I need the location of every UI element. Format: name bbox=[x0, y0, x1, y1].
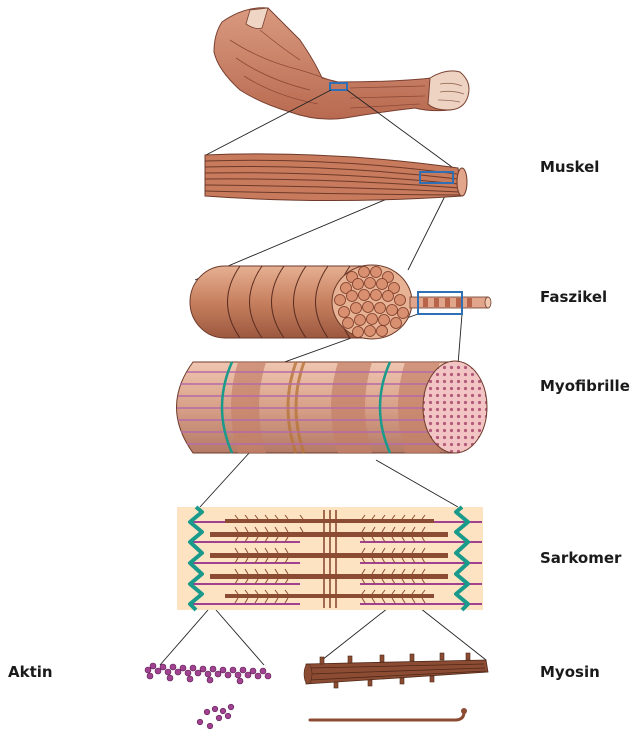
actin-monomers bbox=[197, 704, 234, 729]
muscle-bundle bbox=[205, 154, 467, 201]
muscle-fiber-rod bbox=[410, 297, 491, 308]
label-aktin: Aktin bbox=[8, 663, 53, 681]
label-sarkomer: Sarkomer bbox=[540, 549, 621, 567]
myofibril bbox=[177, 361, 488, 453]
fascicle-bundle bbox=[190, 265, 491, 339]
myosin-molecule bbox=[310, 708, 467, 720]
label-muskel: Muskel bbox=[540, 158, 599, 176]
label-myosin: Myosin bbox=[540, 663, 600, 681]
label-faszikel: Faszikel bbox=[540, 288, 607, 306]
actin-filament bbox=[145, 663, 271, 684]
myosin-filament bbox=[304, 653, 488, 688]
label-myofibrille: Myofibrille bbox=[540, 377, 630, 395]
sarcomere bbox=[177, 507, 483, 610]
arm-illustration bbox=[214, 8, 469, 119]
